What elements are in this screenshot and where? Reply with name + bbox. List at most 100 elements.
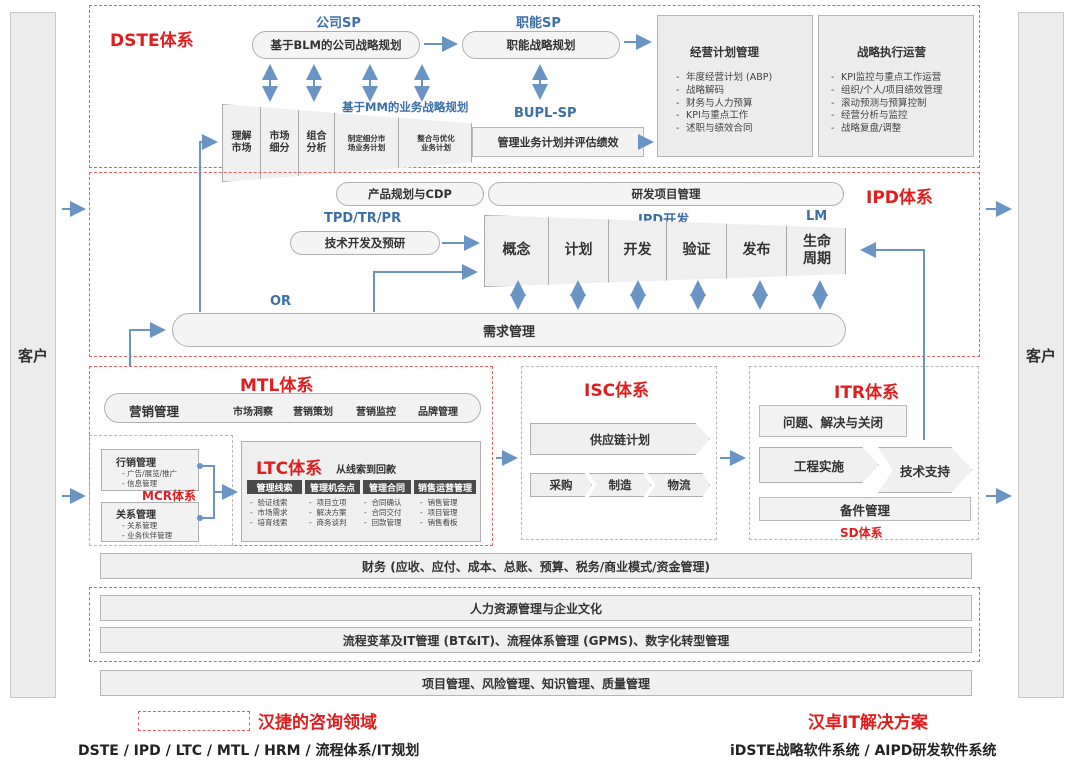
list-item: - 销售看板 <box>420 518 458 528</box>
cdp-box: 产品规划与CDP <box>336 182 484 206</box>
engineering-box: 工程实施 <box>759 447 879 483</box>
hr-process-region <box>89 587 980 662</box>
list-item-text: 回款管理 <box>371 518 402 528</box>
list-item: 经营分析与监控 <box>831 110 973 123</box>
sales-mgmt-title: 行销管理 <box>116 458 156 469</box>
marketing-bar: 营销管理 市场洞察 营销策划 营销监控 品牌管理 <box>104 393 481 423</box>
list-item-text: 销售管理 <box>427 498 458 507</box>
list-item-text: 广告/展览/推广 <box>127 469 178 478</box>
ltc-col-list: - 验证线索 - 市场需求 - 培育线索 <box>250 498 287 528</box>
mtl-sub: 品牌管理 <box>418 407 458 418</box>
finance-bar: 财务 (应收、应付、成本、总账、预算、税务/商业模式/资金管理) <box>100 553 972 579</box>
list-item: - 解决方案 <box>309 508 347 518</box>
list-item-text: 项目管理 <box>427 508 458 518</box>
list-item: 滚动预测与预算控制 <box>831 98 973 111</box>
list-item-text: 合同交付 <box>371 508 402 518</box>
manufacture-step: 制造 <box>589 473 651 497</box>
list-item: - 商务谈判 <box>309 518 347 528</box>
phase-concept: 概念 <box>485 216 549 286</box>
phase-verify: 验证 <box>667 216 727 286</box>
isc-title: ISC体系 <box>584 381 650 401</box>
customer-pillar-right: 客户 <box>1018 12 1064 698</box>
ltc-col-head: 管理合同 <box>363 480 411 494</box>
list-item-text: 解决方案 <box>316 508 347 518</box>
hr-bar: 人力资源管理与企业文化 <box>100 595 972 621</box>
list-item: KPI与重点工作 <box>676 110 812 123</box>
itr-title: ITR体系 <box>834 383 900 403</box>
funnel-step-label: 市场 细分 <box>269 131 290 154</box>
tech-support-box: 技术支持 <box>878 447 972 493</box>
lm-label: LM <box>806 209 828 224</box>
phase-lifecycle: 生命 周期 <box>787 216 846 286</box>
funnel-step: 理解 市场 <box>223 105 261 181</box>
sales-mgmt-box: 行销管理 - 广告/展览/推广 - 信息管理 <box>101 449 199 491</box>
mtl-sub: 营销策划 <box>293 407 333 418</box>
list-item: 战略解码 <box>676 85 812 98</box>
customer-label-left: 客户 <box>17 346 48 365</box>
project-bar: 项目管理、风险管理、知识管理、质量管理 <box>100 670 972 696</box>
dste-region <box>89 5 980 168</box>
strategy-exec-list: KPI监控与重点工作运营 组织/个人/项目绩效管理 滚动预测与预算控制 经营分析… <box>831 72 973 136</box>
list-item-text: 项目立项 <box>316 498 347 507</box>
consult-legend-title: 汉捷的咨询领域 <box>258 713 377 733</box>
phase-plan: 计划 <box>549 216 609 286</box>
list-item: - 关系管理 <box>122 521 158 530</box>
phase-label: 验证 <box>682 242 711 259</box>
list-item: - 验证线索 <box>250 498 288 507</box>
or-label: OR <box>270 294 292 309</box>
logistics-step: 物流 <box>648 473 710 497</box>
list-item: - 回款管理 <box>364 518 402 528</box>
list-item: 年度经营计划 (ABP) <box>676 72 812 85</box>
list-item: 财务与人力预算 <box>676 98 812 111</box>
list-item-text: 销售看板 <box>427 518 458 528</box>
func-sp-label: 职能SP <box>516 16 561 31</box>
company-sp-box: 基于BLM的公司战略规划 <box>252 31 420 59</box>
supply-plan-box: 供应链计划 <box>530 423 710 455</box>
list-item: - 合同交付 <box>364 508 402 518</box>
list-item: - 广告/展览/推广 <box>122 469 178 478</box>
list-item: - 市场需求 <box>250 508 288 518</box>
relation-mgmt-box: 关系管理 - 关系管理 - 业务伙伴管理 <box>101 502 199 542</box>
list-item-text: 验证线索 <box>257 498 288 507</box>
list-item: - 项目立项 <box>309 498 347 507</box>
bupl-box: 管理业务计划并评估绩效 <box>472 127 644 157</box>
biz-plan-list: 年度经营计划 (ABP) 战略解码 财务与人力预算 KPI与重点工作 述职与绩效… <box>676 72 812 136</box>
mtl-sub: 营销监控 <box>356 407 396 418</box>
mtl-sub: 市场洞察 <box>233 407 273 418</box>
list-item: KPI监控与重点工作运营 <box>831 72 973 85</box>
list-item: - 合同确认 <box>364 498 402 507</box>
marketing-label: 营销管理 <box>129 404 180 419</box>
list-item-text: 关系管理 <box>127 521 158 530</box>
tpd-label: TPD/TR/PR <box>324 211 402 226</box>
biz-plan-panel: 经营计划管理 年度经营计划 (ABP) 战略解码 财务与人力预算 KPI与重点工… <box>657 15 813 157</box>
customer-pillar-left: 客户 <box>10 12 56 698</box>
strategy-exec-panel: 战略执行运营 KPI监控与重点工作运营 组织/个人/项目绩效管理 滚动预测与预算… <box>818 15 974 157</box>
tech-dev-box: 技术开发及预研 <box>290 231 440 255</box>
phase-label: 计划 <box>564 242 593 259</box>
demand-mgmt-box: 需求管理 <box>172 313 846 347</box>
list-item-text: 市场需求 <box>257 508 288 518</box>
dste-title: DSTE体系 <box>110 31 194 51</box>
ltc-title: LTC体系 <box>256 459 323 479</box>
spare-parts-box: 备件管理 <box>759 497 971 521</box>
funnel-step: 制定细分市 场业务计划 <box>335 105 399 181</box>
funnel-step: 整合与优化 业务计划 <box>399 105 472 181</box>
list-item-text: 信息管理 <box>127 479 158 489</box>
company-sp-label: 公司SP <box>316 16 361 31</box>
ltc-col-list: - 合同确认 - 合同交付 - 回款管理 <box>364 498 401 528</box>
phase-label: 发布 <box>742 242 771 259</box>
list-item: 述职与绩效合同 <box>676 123 812 136</box>
ipd-title: IPD体系 <box>866 188 933 208</box>
funnel-step-label: 理解 市场 <box>231 131 252 154</box>
phase-label: 开发 <box>623 242 652 259</box>
ltc-col-list: - 项目立项 - 解决方案 - 商务谈判 <box>309 498 346 528</box>
customer-label-right: 客户 <box>1025 346 1056 365</box>
bupl-label: BUPL-SP <box>514 106 577 121</box>
mtl-title: MTL体系 <box>240 376 314 396</box>
list-item: - 培育线索 <box>250 518 288 528</box>
funnel-step: 组合 分析 <box>299 105 335 181</box>
ipd-region <box>89 172 980 357</box>
list-item: 战略复盘/调整 <box>831 123 973 136</box>
rd-project-box: 研发项目管理 <box>488 182 844 206</box>
ltc-subtitle: 从线索到回款 <box>336 465 396 476</box>
